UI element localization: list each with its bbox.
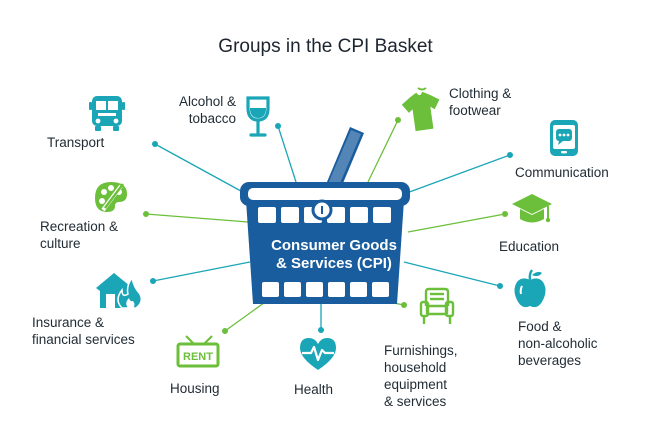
label-education: Education	[499, 239, 560, 254]
armchair-icon	[419, 287, 455, 324]
connector-dot-education	[502, 211, 508, 217]
label-housing: Housing	[170, 381, 220, 396]
connector-recreation	[145, 213, 249, 223]
basket-icon	[240, 127, 410, 304]
bus-icon	[89, 96, 125, 131]
chat-phone-icon	[550, 120, 578, 156]
label-food-beverages: Food & non-alcoholic beverages	[518, 319, 598, 368]
connector-transport	[154, 143, 251, 197]
basket-body	[246, 200, 404, 304]
apple-icon	[514, 269, 546, 308]
label-clothing-footwear: Clothing & footwear	[449, 86, 512, 118]
heart-pulse-icon	[300, 338, 336, 370]
connector-food	[403, 261, 501, 287]
diagram-title: Groups in the CPI Basket	[218, 36, 433, 57]
label-recreation-culture: Recreation & culture	[40, 219, 119, 251]
connector-alcohol	[277, 125, 297, 183]
connector-communication	[403, 154, 511, 195]
connector-dot-recreation	[143, 211, 149, 217]
connector-dot-health	[318, 327, 324, 333]
label-communication: Communication	[515, 165, 609, 180]
label-alcohol-tobacco: Alcohol & tobacco	[178, 94, 236, 126]
shirt-icon	[401, 87, 440, 132]
rent-sign-icon: RENT	[176, 335, 220, 368]
label-transport: Transport	[47, 135, 105, 150]
connector-dot-furnishings	[401, 302, 407, 308]
basket-label: Consumer Goods & Services (CPI)	[271, 237, 397, 272]
connector-dot-housing	[222, 328, 228, 334]
connector-dot-alcohol	[275, 123, 281, 129]
palette-icon	[95, 182, 127, 212]
label-furnishings: Furnishings, household equipment & servi…	[384, 343, 458, 409]
connector-dot-communication	[507, 152, 513, 158]
label-insurance-financial: Insurance & financial services	[32, 315, 135, 347]
connector-dot-transport	[152, 141, 158, 147]
connector-education	[407, 213, 506, 233]
connector-housing	[224, 299, 269, 332]
connector-dot-insurance	[150, 278, 156, 284]
house-fire-icon	[96, 273, 143, 309]
rent-sign-text: RENT	[183, 351, 213, 363]
connector-insurance	[152, 261, 251, 282]
wine-glass-icon	[246, 96, 270, 137]
connector-dot-food	[497, 283, 503, 289]
connector-clothing	[367, 119, 399, 183]
graduation-cap-icon	[512, 194, 552, 223]
connector-dot-clothing	[395, 117, 401, 123]
label-health: Health	[294, 382, 334, 397]
